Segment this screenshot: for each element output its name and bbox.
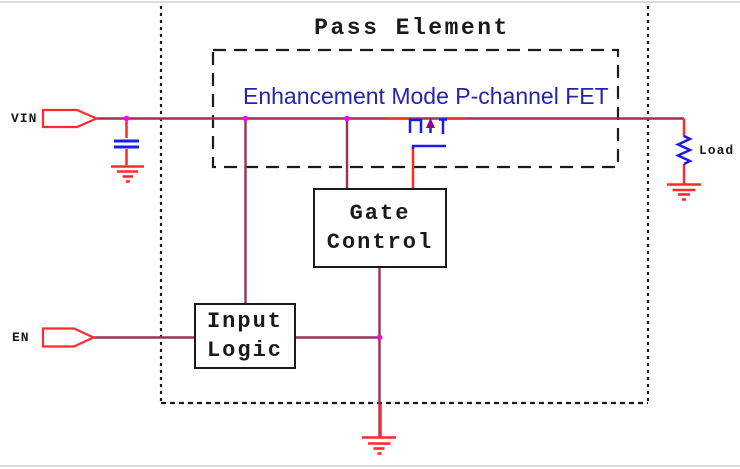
input-logic-label-line1: Input — [206, 309, 283, 334]
gate-control-label-line1: Gate — [349, 201, 411, 226]
junction-dot — [242, 115, 249, 122]
pfet-body-arrow-head-icon — [426, 118, 435, 128]
ground-symbols — [111, 165, 701, 455]
vin-port-label: VIN — [11, 111, 38, 126]
fet-type-label: Enhancement Mode P-channel FET — [243, 83, 609, 109]
input-logic-block: Input Logic — [194, 303, 296, 369]
load-resistor-icon — [674, 134, 694, 166]
wires — [93, 117, 684, 437]
en-port-arrow-icon — [41, 327, 97, 348]
red-wire-segments — [125, 117, 686, 437]
vin-port-arrow-icon — [41, 108, 100, 129]
en-port-label: EN — [12, 330, 30, 345]
pfet-source-contact — [408, 118, 423, 133]
junction-dot — [123, 115, 130, 122]
junction-dot — [376, 334, 383, 341]
pass-element-title: Pass Element — [314, 15, 510, 41]
junction-dot — [344, 115, 350, 122]
input-ground-icon — [111, 165, 144, 183]
load-ground-icon — [667, 183, 701, 201]
pass-element-dashed-box — [211, 48, 620, 169]
junction-dots — [123, 115, 383, 341]
gate-control-label-line2: Control — [326, 230, 434, 255]
bypass-capacitor-icon — [114, 139, 139, 149]
gate-control-block: Gate Control — [313, 188, 447, 268]
bottom-ground-icon — [362, 436, 396, 455]
input-logic-label-line2: Logic — [206, 338, 283, 363]
load-label: Load — [699, 143, 735, 158]
pfet-gate-plate — [411, 144, 446, 149]
